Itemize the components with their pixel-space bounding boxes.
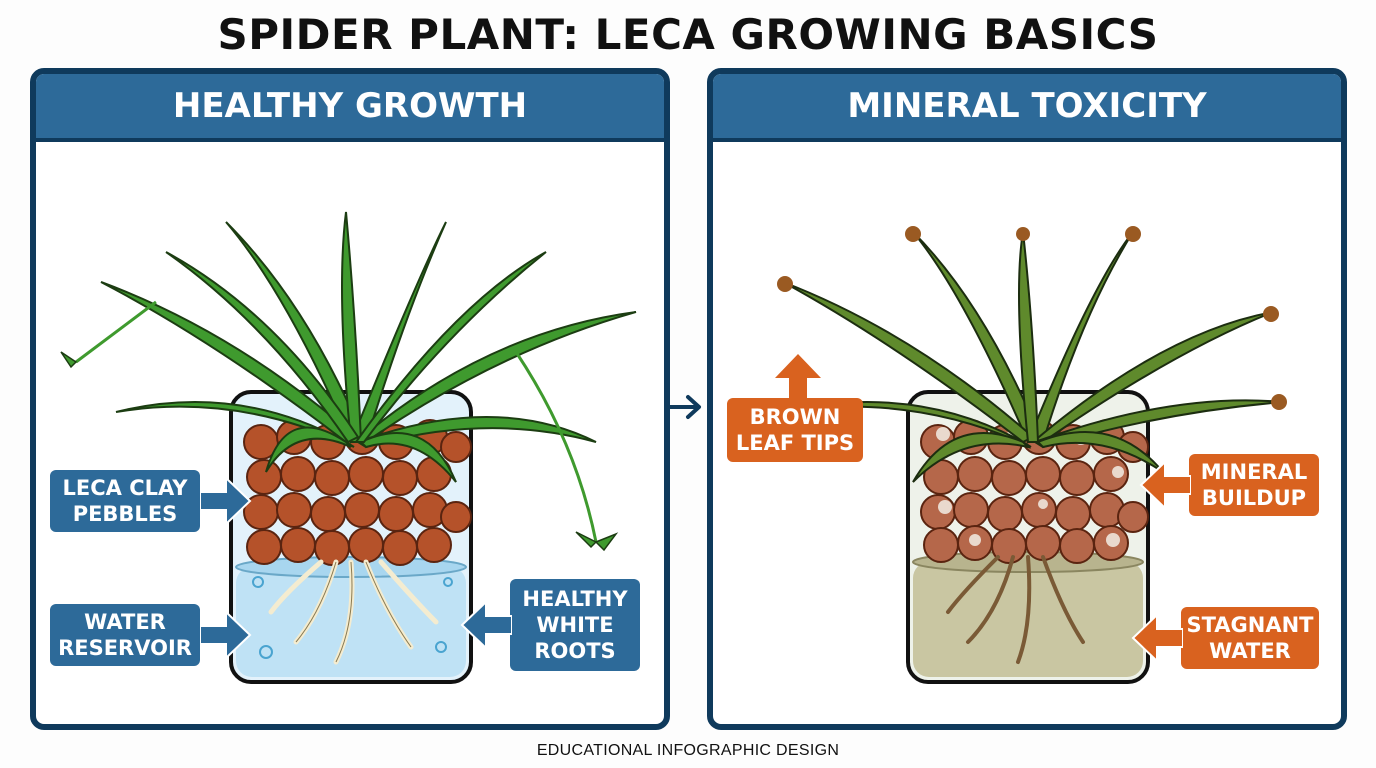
label-text: LECA CLAY PEBBLES <box>62 476 188 526</box>
healthy-plant-illustration <box>60 211 637 684</box>
healthy-growth-panel: HEALTHY GROWTH <box>30 68 670 730</box>
mineral-buildup-label: MINERAL BUILDUP <box>1189 454 1319 516</box>
label-text: MINERAL BUILDUP <box>1200 460 1308 510</box>
panel-heading: HEALTHY GROWTH <box>36 74 664 142</box>
arrow-right-icon <box>200 478 252 524</box>
healthy-white-roots-label: HEALTHY WHITE ROOTS <box>510 579 640 671</box>
leca-clay-pebbles-label: LECA CLAY PEBBLES <box>50 470 200 532</box>
connector-arrow-icon <box>666 395 701 419</box>
label-text: STAGNANT WATER <box>1186 613 1314 663</box>
unhealthy-plant-illustration <box>777 226 1287 684</box>
panel-heading: MINERAL TOXICITY <box>713 74 1341 142</box>
page-title: SPIDER PLANT: LECA GROWING BASICS <box>217 10 1159 59</box>
footer-caption: EDUCATIONAL INFOGRAPHIC DESIGN <box>536 742 840 759</box>
stagnant-water-label: STAGNANT WATER <box>1181 607 1319 669</box>
brown-leaf-tips-label: BROWN LEAF TIPS <box>727 398 863 462</box>
arrow-up-icon <box>775 354 821 400</box>
label-text: BROWN LEAF TIPS <box>735 405 855 455</box>
arrow-right-icon <box>200 612 252 658</box>
arrow-left-icon <box>460 602 512 648</box>
water-reservoir-label: WATER RESERVOIR <box>50 604 200 666</box>
label-text: HEALTHY WHITE ROOTS <box>522 587 628 663</box>
label-text: WATER RESERVOIR <box>58 610 192 660</box>
arrow-left-icon <box>1139 462 1191 508</box>
mineral-toxicity-panel: MINERAL TOXICITY <box>707 68 1347 730</box>
arrow-left-icon <box>1131 615 1183 661</box>
